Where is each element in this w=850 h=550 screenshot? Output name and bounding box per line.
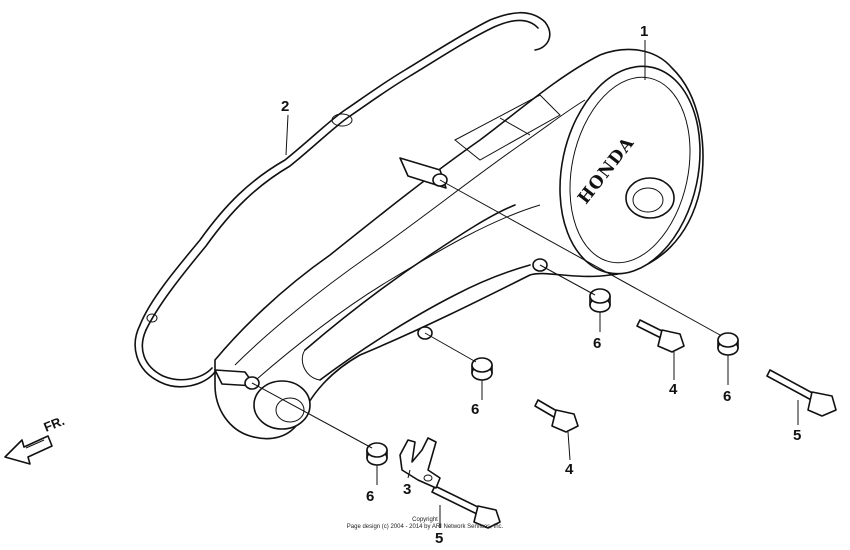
callout-6c: 6 <box>471 401 479 418</box>
gasket <box>134 11 551 388</box>
collar-6a <box>589 288 611 313</box>
collar-6d <box>366 442 388 466</box>
bolt-4a <box>636 319 685 353</box>
callout-5b: 5 <box>435 530 443 547</box>
clamp-3 <box>399 437 441 489</box>
direction-label: FR. <box>42 413 67 435</box>
callout-4a: 4 <box>669 381 678 398</box>
callout-6a: 6 <box>593 335 601 352</box>
bolt-5a <box>766 369 837 417</box>
callout-2: 2 <box>281 98 289 115</box>
arrow-left-icon <box>4 435 53 465</box>
bolt-4b <box>534 399 579 433</box>
left-crankcase-cover <box>214 48 704 440</box>
callout-4b: 4 <box>565 461 574 478</box>
bolt-5b <box>431 485 501 529</box>
front-direction-arrow: FR. <box>4 413 67 465</box>
collar-6b <box>717 332 739 356</box>
callout-1: 1 <box>640 23 648 40</box>
callout-6b: 6 <box>723 388 731 405</box>
copyright-line1: Copyright <box>412 517 438 523</box>
collar-6c <box>471 357 493 381</box>
callout-5a: 5 <box>793 427 801 444</box>
callout-3: 3 <box>403 481 411 498</box>
copyright-line2: Page design (c) 2004 - 2014 by ARI Netwo… <box>347 524 504 530</box>
callout-6d: 6 <box>366 488 374 505</box>
leader-lines <box>251 40 799 528</box>
